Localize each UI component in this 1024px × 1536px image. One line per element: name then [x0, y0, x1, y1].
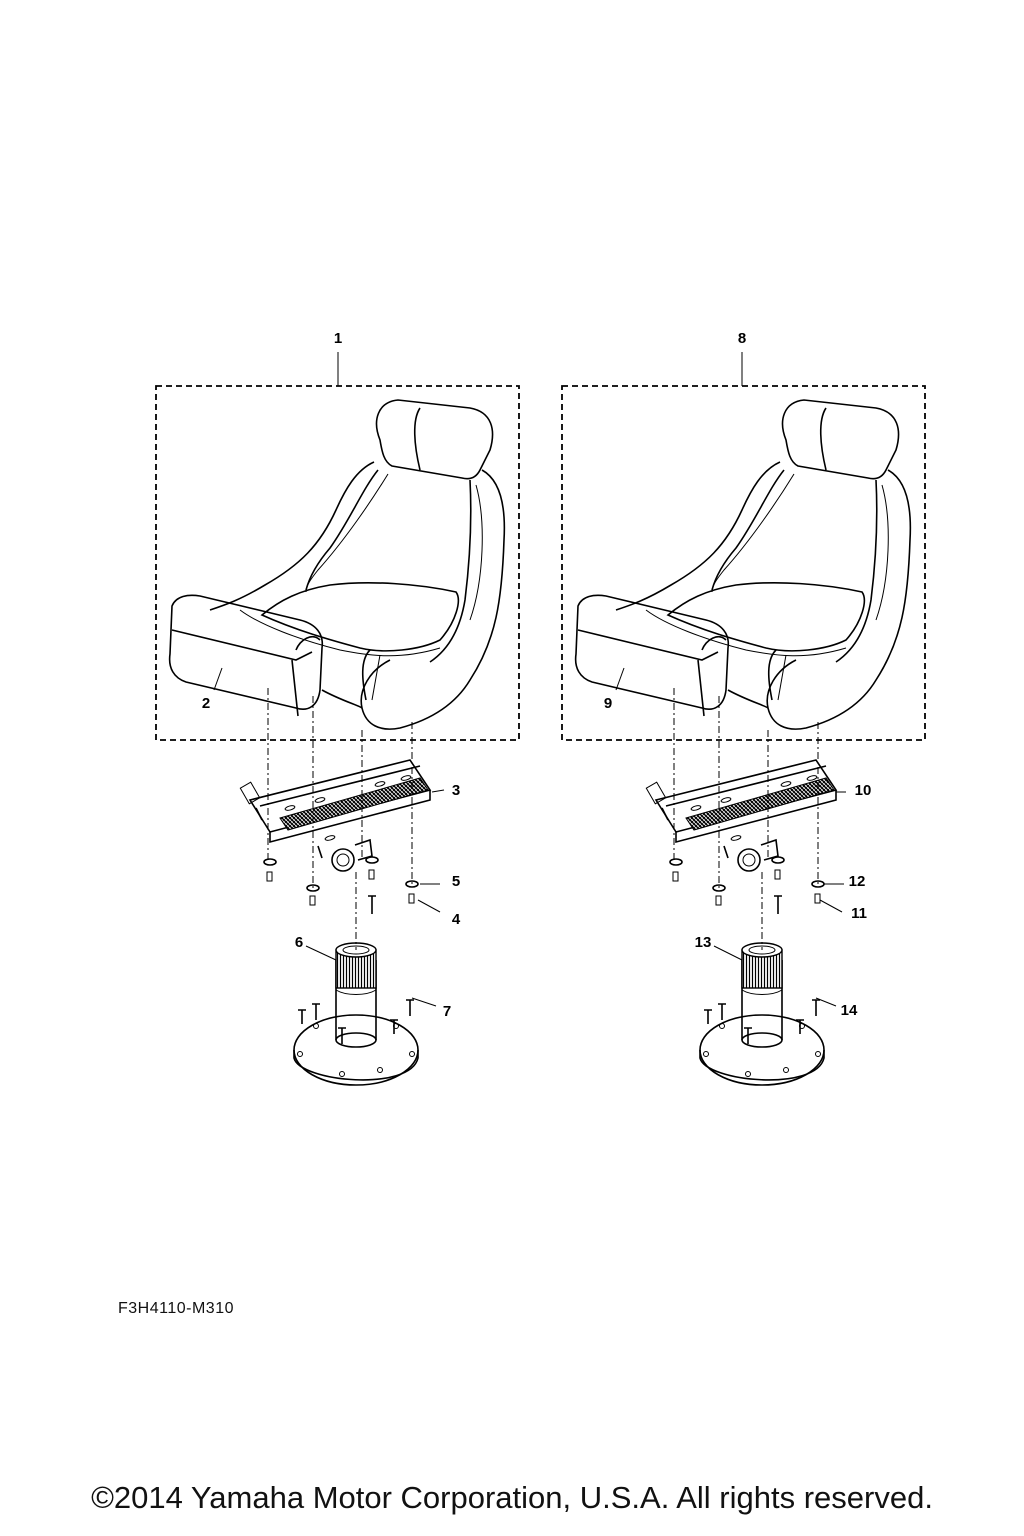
left-seat-assembly — [155, 352, 520, 1086]
callout-6: 6 — [295, 934, 303, 951]
callout-11: 11 — [851, 905, 867, 922]
right-seat-assembly — [561, 352, 926, 1086]
callout-12: 12 — [849, 873, 866, 890]
right-seat-slider — [645, 759, 837, 915]
left-seat-slider — [239, 759, 431, 915]
callout-14: 14 — [841, 1002, 858, 1019]
left-pedestal — [293, 942, 419, 1086]
callout-3: 3 — [452, 782, 460, 799]
callout-13: 13 — [695, 934, 712, 951]
callout-2: 2 — [202, 695, 210, 712]
right-seat — [574, 399, 912, 730]
drawing-code: F3H4110-M310 — [118, 1300, 234, 1317]
left-seat — [168, 399, 506, 730]
copyright-notice: ©2014 Yamaha Motor Corporation, U.S.A. A… — [91, 1480, 933, 1515]
callout-9: 9 — [604, 695, 612, 712]
callout-7: 7 — [443, 1003, 451, 1020]
callout-5: 5 — [452, 873, 460, 890]
callout-1: 1 — [334, 330, 342, 347]
callout-10: 10 — [855, 782, 872, 799]
right-pedestal — [699, 942, 825, 1086]
right-seat-group-box — [561, 385, 926, 741]
callout-4: 4 — [452, 911, 461, 928]
callout-8: 8 — [738, 330, 746, 347]
